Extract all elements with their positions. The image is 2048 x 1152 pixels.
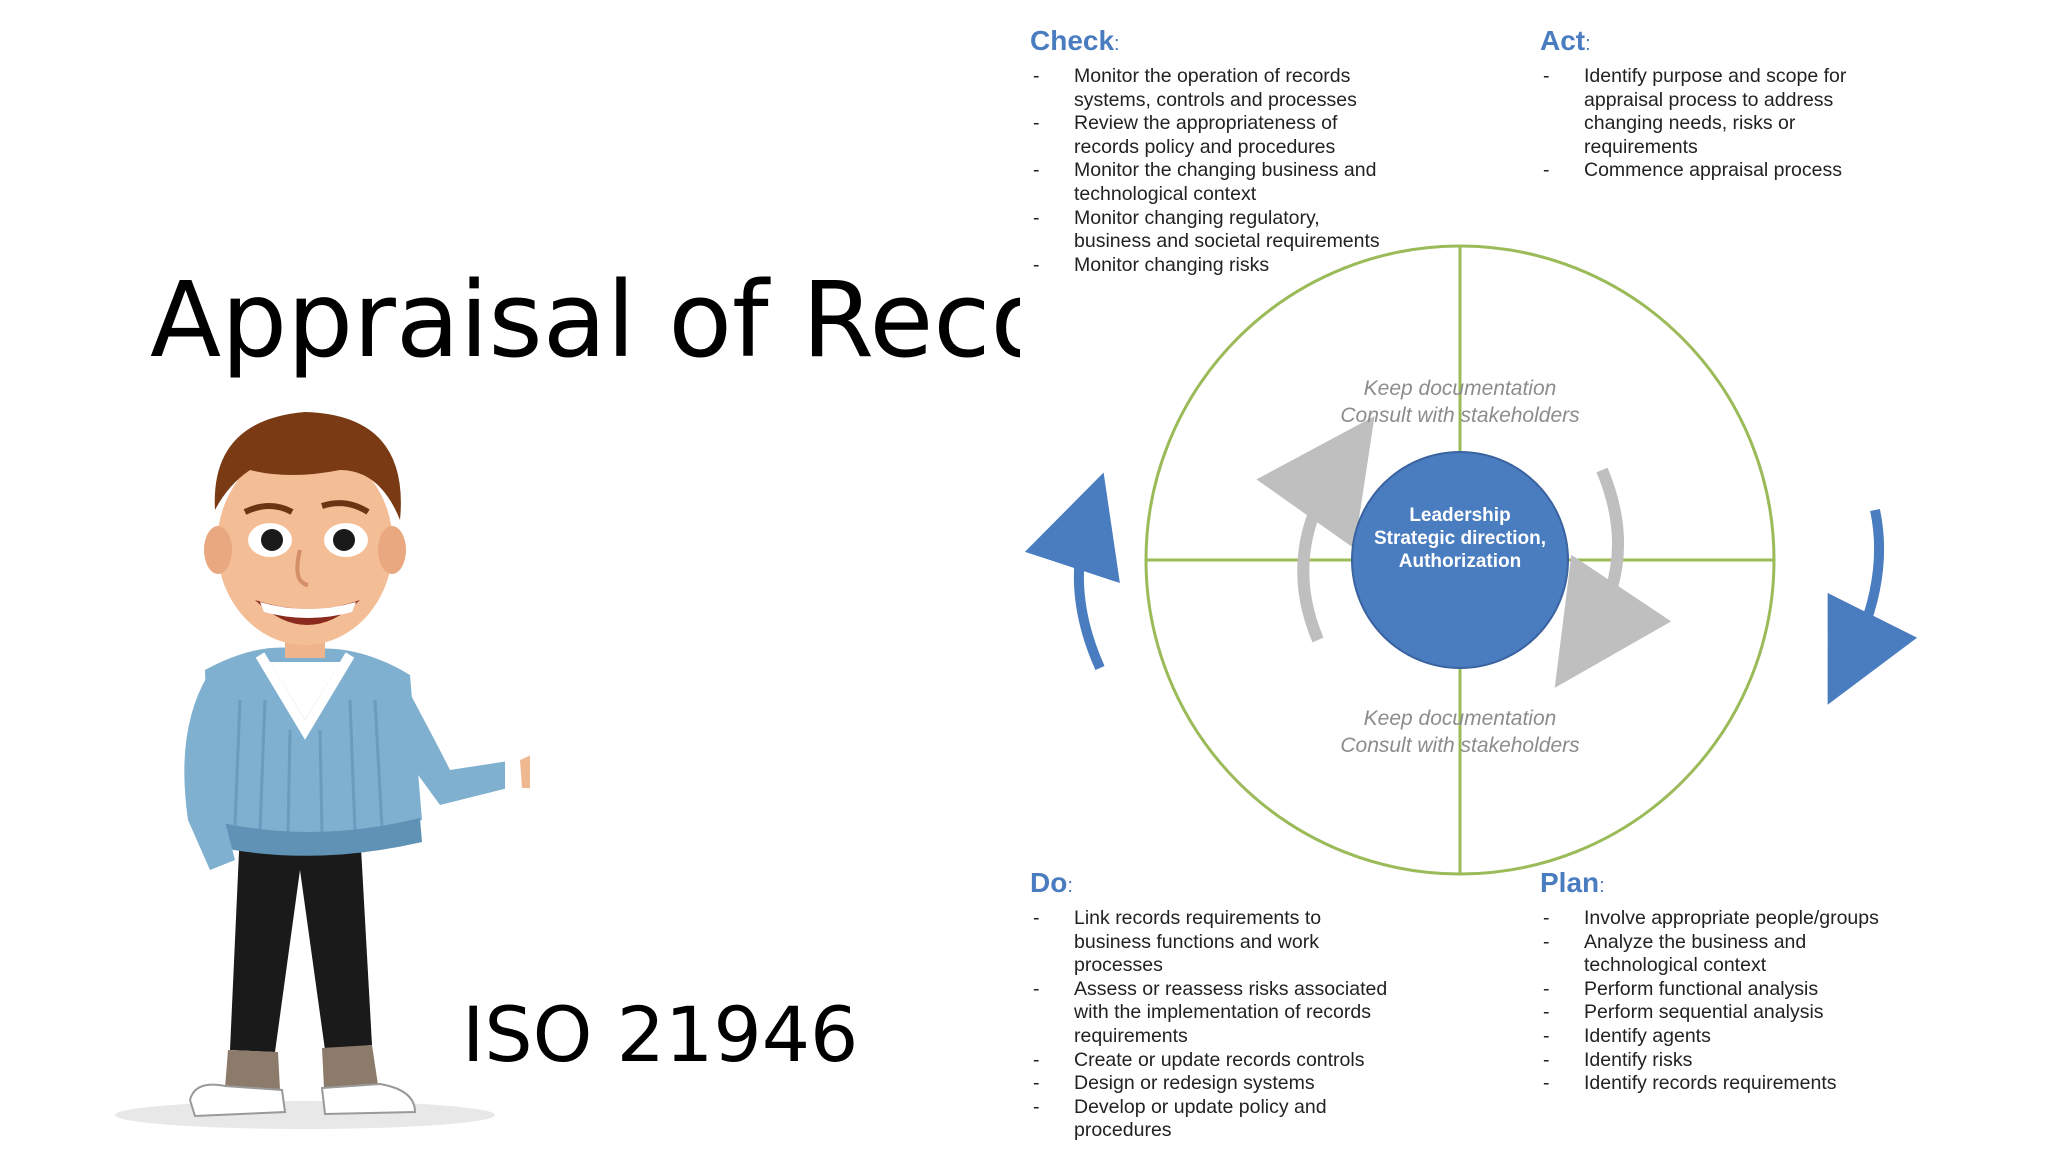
list-item: Assess or reassess risks associated with… [1030,978,1400,1049]
arrow-do-to-check-icon [1024,472,1120,671]
list-item: Involve appropriate people/groups [1540,907,1910,931]
list-item: Design or redesign systems [1030,1072,1400,1096]
upper-note-line-2: Consult with stakeholders [1340,404,1580,427]
list-item: Identify agents [1540,1025,1910,1049]
slide-subtitle: ISO 21946 [462,990,859,1079]
upper-note-line-1: Keep documentation [1364,377,1557,400]
pdca-cycle-diagram: Leadership Strategic direction, Authoriz… [1024,244,1918,876]
list-item: Monitor changing regulatory, business an… [1030,207,1400,254]
list-item: Monitor the changing business and techno… [1030,159,1400,206]
lower-note-line-2: Consult with stakeholders [1340,734,1580,757]
check-heading: Check: [1030,25,1120,56]
list-item: Commence appraisal process [1540,159,1900,183]
act-list: Identify purpose and scope for appraisal… [1540,65,1900,183]
do-quadrant: Do: Link records requirements to busines… [1030,866,1400,1143]
presenter-illustration [115,412,530,1129]
do-list: Link records requirements to business fu… [1030,907,1400,1143]
list-item: Monitor the operation of records systems… [1030,65,1400,112]
plan-heading: Plan: [1540,867,1605,898]
do-heading: Do: [1030,867,1073,898]
check-quadrant: Check: Monitor the operation of records … [1030,24,1400,277]
list-item: Perform sequential analysis [1540,1001,1910,1025]
inner-arrow-right-icon [1554,467,1672,688]
list-item: Monitor changing risks [1030,254,1400,278]
center-line-2: Strategic direction, [1374,528,1546,549]
inner-arrow-left-icon [1256,415,1375,643]
list-item: Review the appropriateness of records po… [1030,112,1400,159]
list-item: Link records requirements to business fu… [1030,907,1400,978]
list-item: Analyze the business and technological c… [1540,931,1910,978]
list-item: Perform functional analysis [1540,978,1910,1002]
center-line-1: Leadership [1409,505,1510,526]
arrow-act-to-plan-icon [1827,508,1918,705]
act-heading: Act: [1540,25,1591,56]
center-line-3: Authorization [1399,551,1521,572]
list-item: Create or update records controls [1030,1049,1400,1073]
list-item: Identify risks [1540,1049,1910,1073]
lower-note-line-1: Keep documentation [1364,707,1557,730]
center-circle [1351,451,1569,669]
plan-quadrant: Plan: Involve appropriate people/groups … [1540,866,1910,1096]
list-item: Develop or update policy and procedures [1030,1096,1400,1143]
check-list: Monitor the operation of records systems… [1030,65,1400,277]
list-item: Identify records requirements [1540,1072,1910,1096]
slide-title: Appraisal of Records [150,259,1020,381]
act-quadrant: Act: Identify purpose and scope for appr… [1540,24,1900,183]
plan-list: Involve appropriate people/groups Analyz… [1540,907,1910,1096]
list-item: Identify purpose and scope for appraisal… [1540,65,1900,159]
